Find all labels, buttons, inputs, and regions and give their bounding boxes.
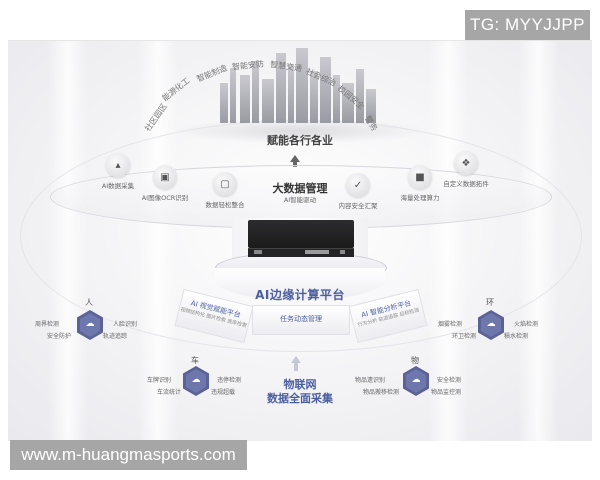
up-arrow-icon <box>290 155 300 162</box>
cluster-label: 安全防护 <box>47 333 72 340</box>
iot-title: 物联网 数据全面采集 <box>250 378 350 406</box>
big-data-title: 大数据管理 <box>272 182 328 195</box>
cluster-label: 车流统计 <box>157 389 182 396</box>
chip-icon: ■ <box>408 165 432 189</box>
cluster-label: 车牌识别 <box>147 377 172 384</box>
edge-device <box>248 220 354 248</box>
capability-compute: ■ 海量处理算力 <box>380 165 460 202</box>
cluster-label: 積水检测 <box>504 333 529 340</box>
capability-content-security: ✓ 内容安全汇聚 <box>318 173 398 210</box>
stage-base <box>215 268 385 300</box>
capability-label: AI图像OCR识别 <box>141 194 189 202</box>
io-ports-icon <box>305 250 329 254</box>
capability-label: 数据轻松整合 <box>205 201 245 209</box>
segment-task-management: 任务动态管理 <box>252 305 350 335</box>
cloud-icon: ☁ <box>486 319 496 329</box>
cluster-title: 人 <box>85 298 93 307</box>
up-arrow-icon <box>291 356 301 363</box>
box-icon: ☁ <box>411 375 421 385</box>
document-icon: ▢ <box>213 172 237 196</box>
big-data-subtitle: AI智能驱动 <box>283 196 317 204</box>
cluster-label: 烟雾检测 <box>438 321 463 328</box>
cluster-label: 物品监控测 <box>431 389 462 396</box>
power-button-icon <box>340 250 345 254</box>
cluster-label: 物品搬移检测 <box>363 389 400 396</box>
cluster-vehicle: 车 ☁ 车牌识别 违停检测 车流统计 违规超载 <box>147 355 345 425</box>
cluster-object: 物 ☁ 物品遗识别 安全检测 物品搬移检测 物品监控测 <box>355 355 565 425</box>
cluster-label: 周界检测 <box>35 321 60 328</box>
platform-title: AI边缘计算平台 <box>255 288 345 302</box>
capability-ai-data-collection: ▴ AI数据采集 <box>78 153 158 190</box>
shield-icon: ✓ <box>346 173 370 197</box>
capability-label: 海量处理算力 <box>400 194 440 202</box>
cluster-label: 轨迹追踪 <box>103 333 128 340</box>
cluster-label: 物品遗识别 <box>355 377 386 384</box>
capability-label: AI数据采集 <box>101 182 135 190</box>
iot-line2: 数据全面采集 <box>267 392 333 405</box>
cloud-icon: ☁ <box>85 319 95 329</box>
cluster-label: 违停检测 <box>217 377 242 384</box>
puzzle-icon: ❖ <box>454 151 478 175</box>
cluster-title: 环 <box>486 298 494 307</box>
cluster-title: 物 <box>411 356 419 365</box>
hex-icon <box>478 310 504 340</box>
city-skyline-icon <box>200 35 400 135</box>
capability-data-integration: ▢ 数据轻松整合 <box>185 172 265 209</box>
cluster-label: 违规超载 <box>211 389 236 396</box>
cluster-person: 人 ☁ 周界检测 人脸识别 安全防护 轨迹追踪 <box>35 297 235 367</box>
cluster-label: 人脸识别 <box>113 321 138 328</box>
network-icon: ▴ <box>106 153 130 177</box>
iot-line1: 物联网 <box>283 378 317 391</box>
watermark-url: www.m-huangmasports.com <box>10 440 247 470</box>
cluster-label: 火焰检测 <box>514 321 539 328</box>
edge-device-front <box>248 248 354 257</box>
car-icon: ☁ <box>191 375 201 385</box>
cluster-title: 车 <box>191 356 199 365</box>
capability-label: 内容安全汇聚 <box>338 202 378 210</box>
cluster-environment: 环 ☁ 烟雾检测 火焰检测 环卫检测 積水检测 <box>438 297 600 367</box>
segment-title: 任务动态管理 <box>280 315 322 323</box>
hex-icon <box>403 366 429 396</box>
up-arrow-stem <box>294 363 298 371</box>
cluster-label: 安全检测 <box>437 377 462 384</box>
ethernet-port-icon <box>254 250 262 254</box>
capability-ocr: ▣ AI图像OCR识别 <box>125 165 205 202</box>
watermark-tg: TG: MYYJJPP <box>465 10 590 40</box>
top-title: 赋能各行各业 <box>267 134 333 147</box>
capability-label: 自定义数据拓件 <box>443 180 489 188</box>
capability-custom: ❖ 自定义数据拓件 <box>426 151 506 188</box>
cluster-label: 环卫检测 <box>452 333 477 340</box>
scan-icon: ▣ <box>153 165 177 189</box>
hex-icon <box>77 310 103 340</box>
